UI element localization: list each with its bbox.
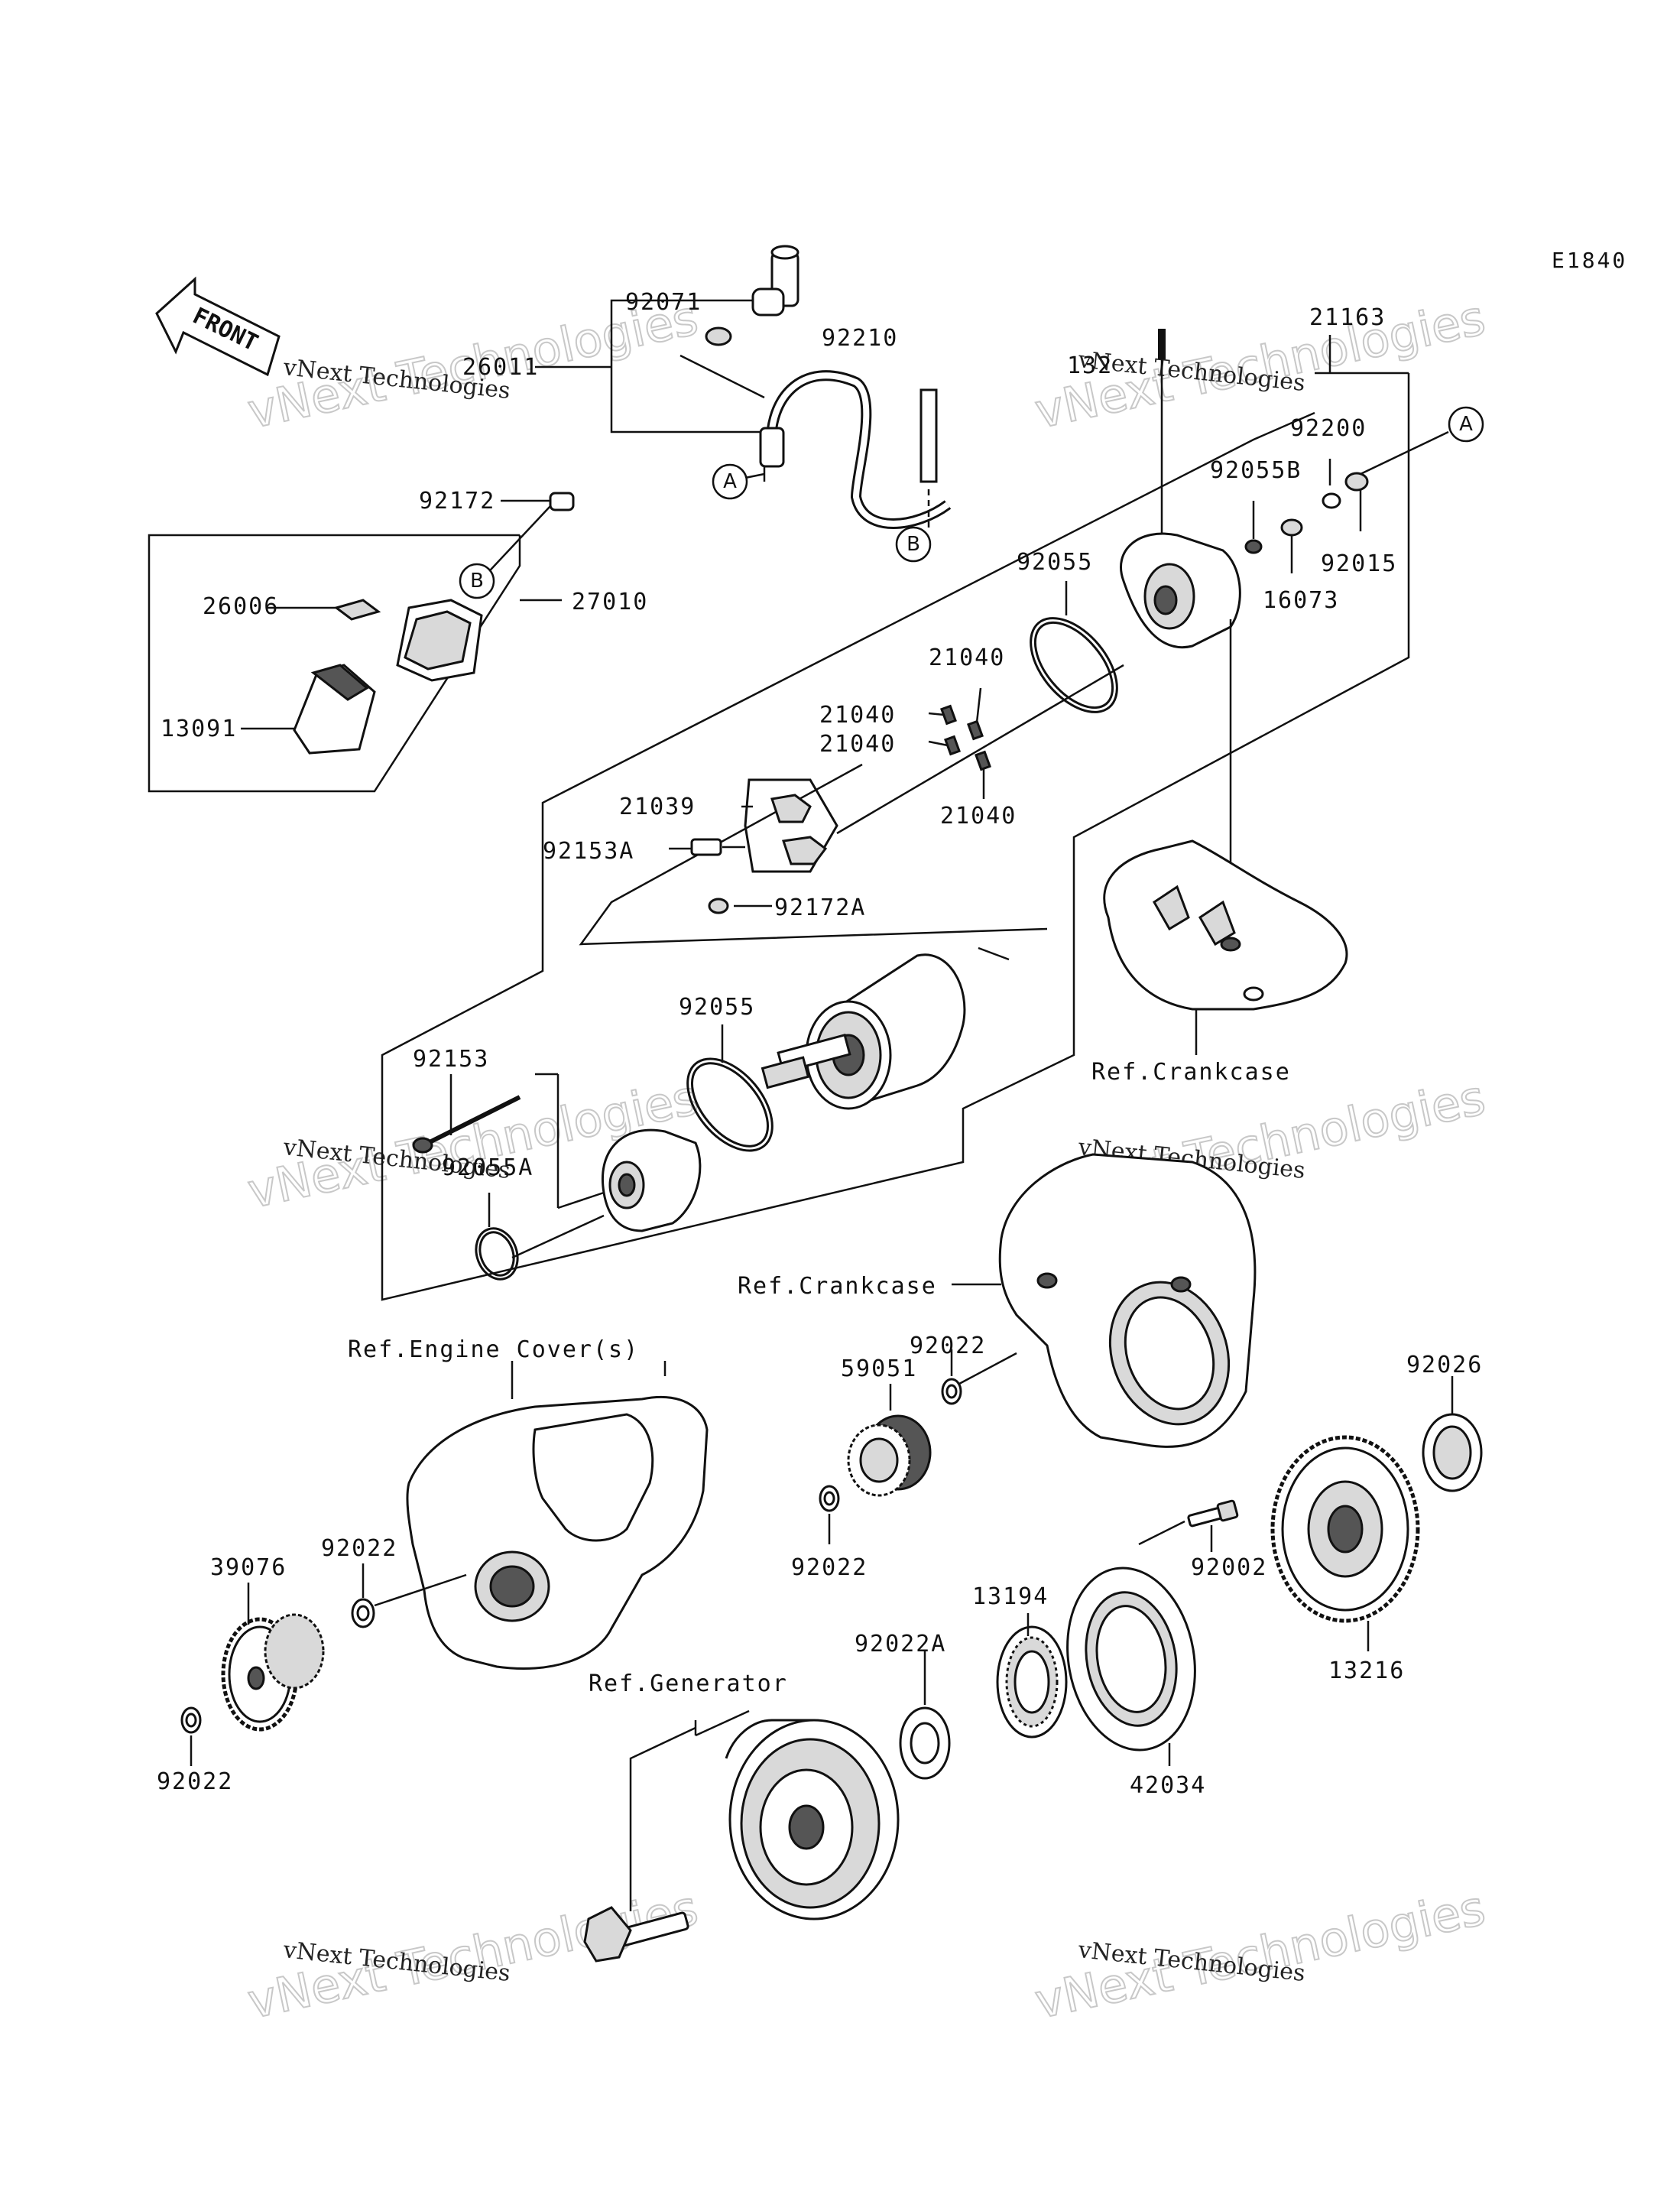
label-92022-a: 92022	[910, 1333, 986, 1359]
label-26011: 26011	[462, 354, 539, 381]
label-21040-d: 21040	[940, 803, 1017, 830]
label-92022-c: 92022	[321, 1535, 397, 1562]
clutch-plate	[1066, 1567, 1196, 1766]
cable-group	[535, 245, 952, 529]
label-21163: 21163	[1309, 304, 1386, 331]
idle-gear	[819, 1349, 1017, 1544]
callout-a-right	[1448, 406, 1484, 443]
reduction-gear	[180, 1563, 467, 1766]
front-arrow-icon: FRONT	[155, 276, 281, 377]
label-132: 132	[1067, 352, 1113, 379]
label-39076: 39076	[210, 1554, 287, 1581]
label-ref-generator: Ref.Generator	[589, 1670, 788, 1697]
label-13091: 13091	[161, 716, 237, 742]
callout-a-label: A	[723, 470, 737, 493]
crankcase-middle	[952, 1153, 1257, 1448]
label-92022-d: 92022	[157, 1768, 233, 1795]
bolt-92002	[1138, 1499, 1239, 1552]
starter-end-cover	[1030, 329, 1449, 940]
callout-b-relay-label: B	[470, 570, 484, 593]
relay-group	[148, 492, 575, 793]
label-92026: 92026	[1406, 1352, 1483, 1378]
callout-a-right-label: A	[1459, 413, 1473, 436]
label-92022-b: 92022	[791, 1554, 868, 1581]
label-92210: 92210	[822, 325, 898, 352]
label-13216: 13216	[1328, 1657, 1405, 1684]
label-ref-crankcase-1: Ref.Crankcase	[1091, 1059, 1291, 1086]
starter-clutch-gear	[1270, 1435, 1420, 1651]
label-92071: 92071	[625, 289, 702, 316]
label-59051: 59051	[841, 1355, 917, 1382]
label-92172A: 92172A	[774, 894, 866, 921]
label-92055B: 92055B	[1210, 457, 1302, 484]
callout-b-label: B	[906, 533, 920, 556]
crankcase-upper	[1103, 839, 1348, 1055]
label-21039: 21039	[619, 794, 696, 820]
label-27010: 27010	[572, 589, 648, 615]
label-26006: 26006	[203, 593, 279, 620]
generator-rotor	[583, 1709, 900, 1963]
label-ref-engine-cover: Ref.Engine Cover(s)	[348, 1336, 639, 1363]
label-92200: 92200	[1290, 415, 1367, 442]
label-92153: 92153	[413, 1046, 489, 1073]
brush-holder	[579, 664, 1124, 946]
label-42034: 42034	[1130, 1772, 1206, 1799]
label-21040-c: 21040	[819, 731, 896, 758]
label-92022A: 92022A	[855, 1631, 946, 1657]
label-92055-top: 92055	[1017, 549, 1093, 576]
label-13194: 13194	[972, 1583, 1049, 1610]
label-16073: 16073	[1263, 587, 1339, 614]
label-ref-crankcase-2: Ref.Crankcase	[738, 1273, 937, 1300]
label-21040-a: 21040	[929, 644, 1005, 671]
label-92153A: 92153A	[543, 838, 634, 865]
one-way-clutch	[996, 1613, 1068, 1739]
callout-a	[712, 463, 748, 500]
washer-92022A	[899, 1651, 951, 1780]
diagram-code: E1840	[1552, 248, 1627, 273]
label-92055A: 92055A	[442, 1154, 534, 1181]
label-21040-b: 21040	[819, 702, 896, 729]
starter-motor-outline	[381, 335, 1410, 1301]
label-92172: 92172	[419, 488, 495, 515]
callout-b-relay	[459, 563, 495, 599]
engine-cover	[406, 1361, 709, 1670]
label-92002: 92002	[1191, 1554, 1267, 1581]
label-92015: 92015	[1321, 550, 1397, 577]
motor-body	[412, 946, 1010, 1281]
callout-b	[895, 526, 932, 563]
label-92055-mid: 92055	[679, 994, 755, 1021]
oil-seal	[1422, 1376, 1483, 1492]
